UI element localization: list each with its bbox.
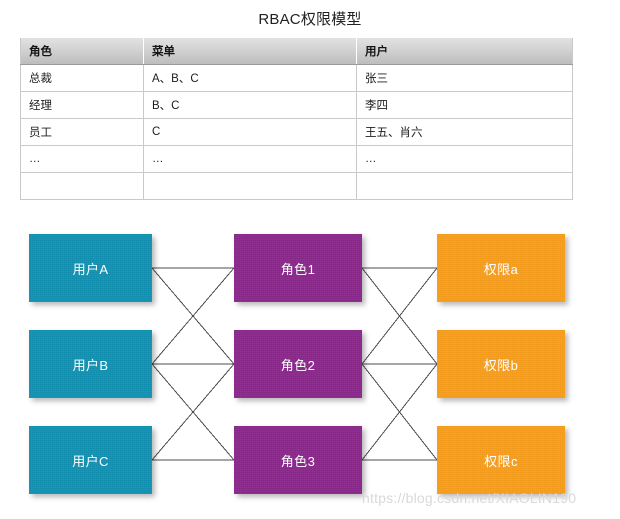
edge-role-permission: [361, 363, 438, 461]
node-label: 权限b: [483, 357, 519, 373]
table-cell-menu: B、C: [143, 91, 357, 119]
table-row: 经理 B、C 李四: [20, 91, 573, 119]
table-cell-menu: A、B、C: [143, 64, 357, 92]
edge-role-permission: [361, 267, 438, 365]
table-cell-user: [356, 172, 573, 200]
edge-user-role: [151, 267, 235, 365]
node-permission-c[interactable]: 权限c: [437, 426, 565, 494]
table-cell-user: 王五、肖六: [356, 118, 573, 146]
node-permission-b[interactable]: 权限b: [437, 330, 565, 398]
table-cell-menu: C: [143, 118, 357, 146]
watermark: https://blog.csdn.net/XIAOLIN190: [362, 490, 577, 506]
node-role-1[interactable]: 角色1: [234, 234, 362, 302]
table-row: … … …: [20, 145, 573, 173]
node-label: 角色2: [280, 357, 316, 373]
node-permission-a[interactable]: 权限a: [437, 234, 565, 302]
table-row: 员工 C 王五、肖六: [20, 118, 573, 146]
edge-role-permission: [361, 363, 438, 461]
node-label: 权限c: [484, 453, 518, 469]
table-cell-role: [20, 172, 144, 200]
table-cell-user: …: [356, 145, 573, 173]
node-label: 用户A: [72, 261, 109, 277]
rbac-table: 角色 菜单 用户 总裁 A、B、C 张三 经理 B、C 李四 员工 C 王五、肖…: [20, 38, 573, 200]
node-user-b[interactable]: 用户B: [29, 330, 152, 398]
page-title: RBAC权限模型: [258, 11, 362, 28]
table-row: 总裁 A、B、C 张三: [20, 64, 573, 92]
table-cell-menu: …: [143, 145, 357, 173]
node-label: 角色3: [280, 453, 316, 469]
table-cell-role: 总裁: [20, 64, 144, 92]
table-cell-role: …: [20, 145, 144, 173]
table-cell-menu: [143, 172, 357, 200]
table-header-cell-role: 角色: [20, 38, 144, 65]
table-header-cell-user: 用户: [356, 38, 573, 65]
node-label: 用户B: [72, 357, 109, 373]
edge-user-role: [151, 363, 235, 461]
node-label: 用户C: [72, 453, 109, 469]
edge-user-role: [151, 267, 235, 365]
table-header-row: 角色 菜单 用户: [20, 38, 573, 65]
table-cell-user: 张三: [356, 64, 573, 92]
node-user-c[interactable]: 用户C: [29, 426, 152, 494]
node-user-a[interactable]: 用户A: [29, 234, 152, 302]
table-cell-role: 经理: [20, 91, 144, 119]
node-label: 角色1: [280, 261, 316, 277]
node-role-2[interactable]: 角色2: [234, 330, 362, 398]
table-header-cell-menu: 菜单: [143, 38, 357, 65]
table-row: [20, 172, 573, 200]
node-label: 权限a: [483, 261, 519, 277]
edge-role-permission: [361, 267, 438, 365]
table-cell-user: 李四: [356, 91, 573, 119]
table-cell-role: 员工: [20, 118, 144, 146]
node-role-3[interactable]: 角色3: [234, 426, 362, 494]
edge-user-role: [151, 363, 235, 461]
